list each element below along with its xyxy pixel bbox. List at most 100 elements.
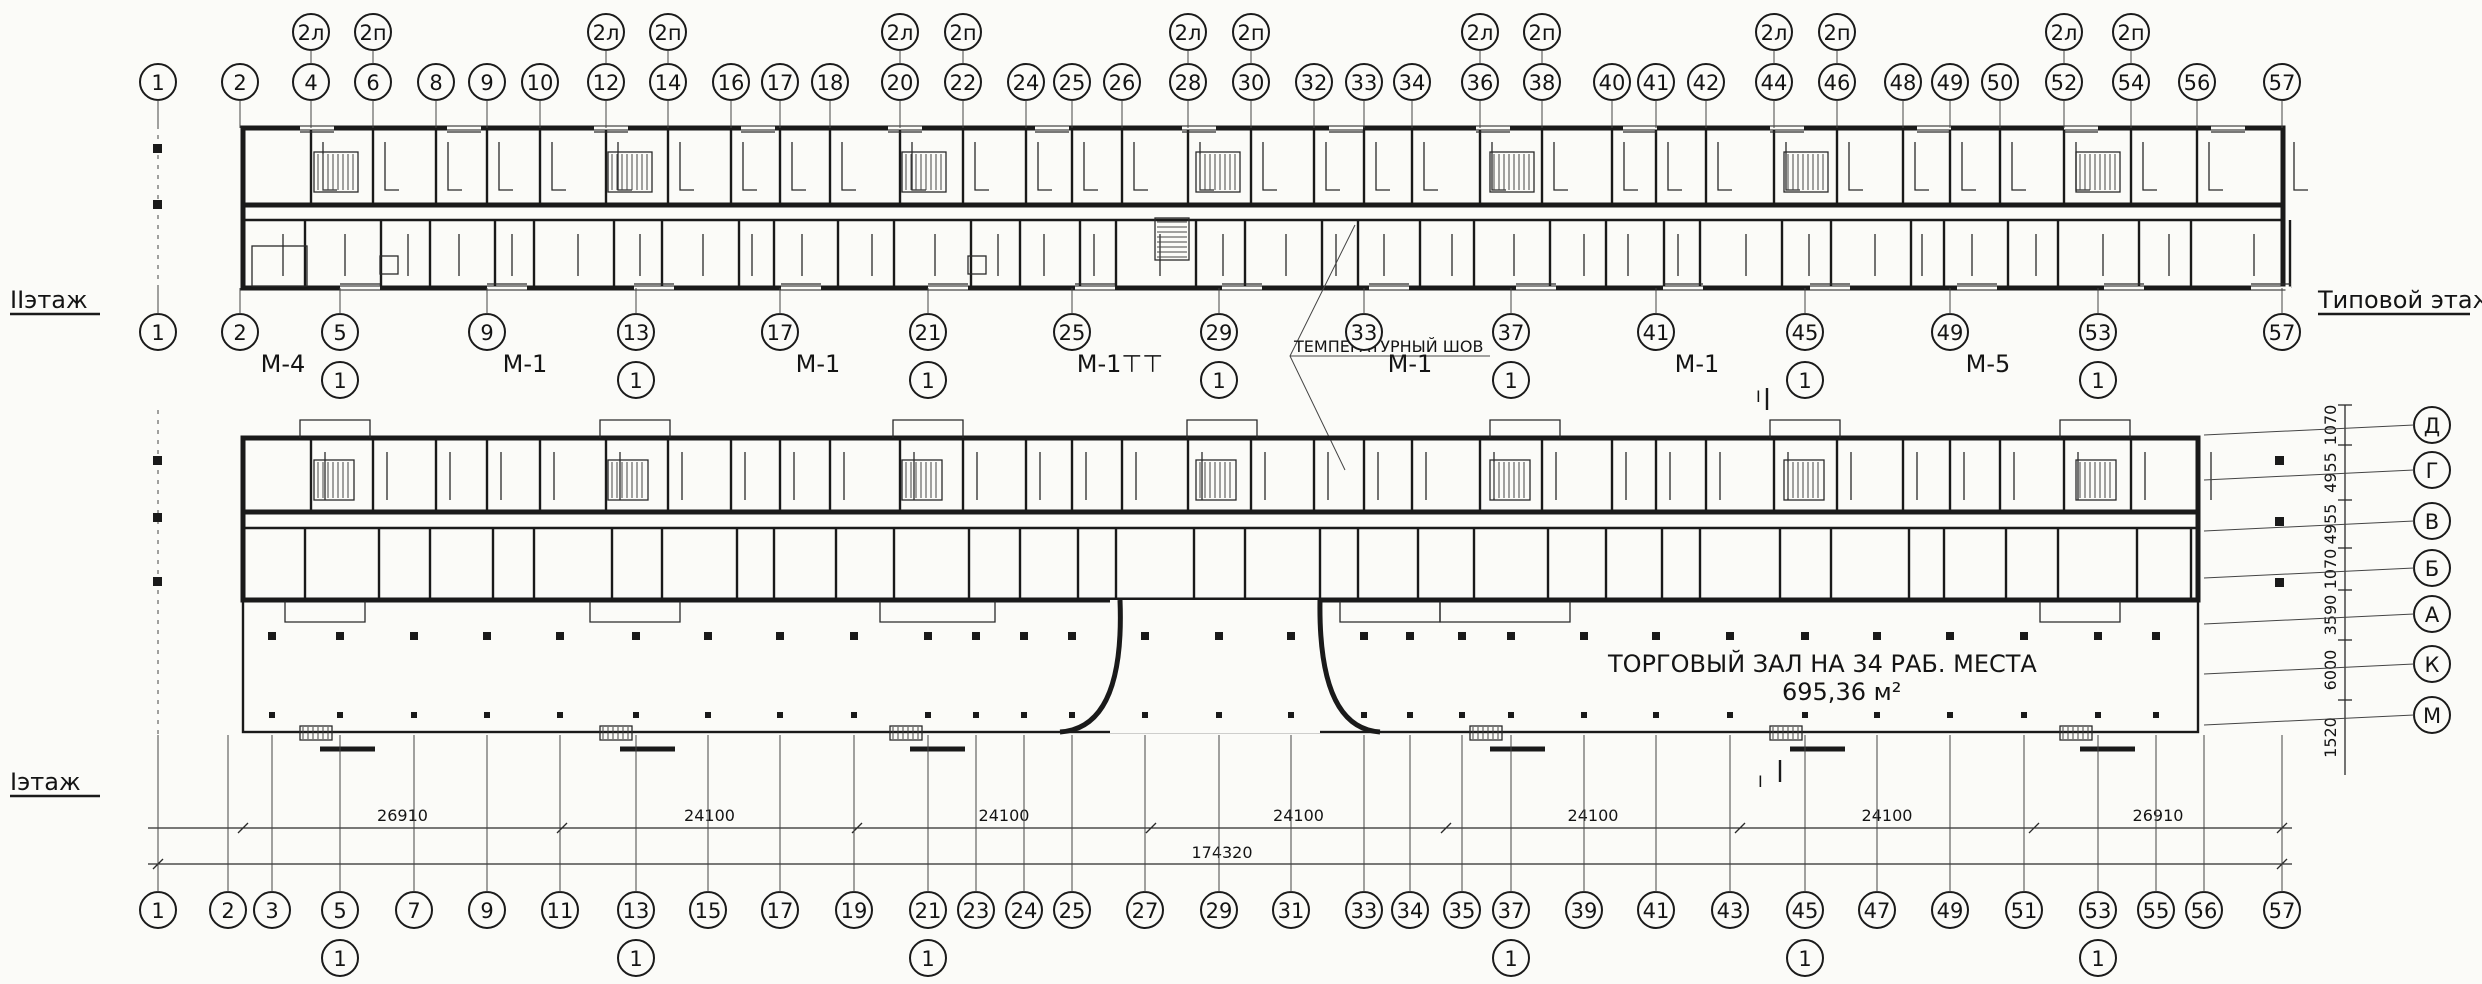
ground-stair [1783,459,1825,501]
top-axis-bubble-label: 4 [304,71,317,95]
bottom-axis-bubble: 45 [1786,891,1824,929]
room-detail [1262,142,1277,191]
hall-column [2094,632,2102,640]
axis-marker [2275,578,2284,587]
hall-column [1726,632,1734,640]
top-sub-axis-bubble-label: 2л [887,21,914,45]
room-detail [1914,142,1929,191]
hall-column [633,712,639,718]
stair-box [313,459,355,501]
room-detail [1553,142,1568,191]
axis-marker [2275,517,2284,526]
mid-axis-bubble: 1 [139,313,177,351]
stair-box [1489,459,1531,501]
top-axis-bubble-label: 49 [1937,71,1964,95]
top-axis-bubble-label: 2 [233,71,246,95]
entrance-steps [2059,725,2093,741]
mid-sub-axis-bubble-label: 1 [333,369,346,393]
hall-column [410,632,418,640]
hall-column [777,712,783,718]
axis-marker [153,144,162,153]
row-dimension: 4955 [2321,504,2340,545]
top-sub-axis-bubble: 2п [1523,13,1561,51]
hall-column [557,712,563,718]
mid-axis-bubble-label: 41 [1643,321,1670,345]
ground-stair [1195,459,1237,501]
top-axis-bubble-label: 18 [817,71,844,95]
room-detail [911,142,926,191]
bottom-axis-bubble: 5 [321,891,359,929]
hall-column [1458,632,1466,640]
row-axis-bubble-label: А [2425,603,2440,627]
mid-axis-bubble-label: 45 [1792,321,1819,345]
mid-sub-axis-bubble-circle [2079,361,2117,399]
hall-column [1580,632,1588,640]
bottom-axis-bubble-label: 15 [695,899,722,923]
hall-bay [1339,600,1441,623]
hall-column [2021,712,2027,718]
mid-axis-bubble: 29 [1200,313,1238,351]
mid-axis-bubble-label: 9 [480,321,493,345]
passage-gap [1110,600,1320,733]
first-floor-label: Iэтаж [10,768,81,796]
hall-bay [284,600,366,623]
mid-sub-axis-bubble-label: 1 [1798,369,1811,393]
room-detail [1199,142,1214,191]
balcony-bay [599,419,671,438]
span-tick [1734,822,1746,834]
stair-flight [901,151,947,193]
top-axis-bubble-label: 24 [1013,71,1040,95]
hall-column [704,632,712,640]
top-axis-bubble: 56 [2178,63,2216,101]
hall-column [1021,712,1027,718]
bottom-axis-bubble: 55 [2137,891,2175,929]
stair-box [1154,217,1190,261]
hall-column [1946,632,1954,640]
mid-sub-axis-bubble: 1 [617,361,655,399]
bottom-axis-bubble: 51 [2005,891,2043,929]
hall-column [1020,632,1028,640]
row-dimension: 6000 [2321,650,2340,691]
mid-sub-axis-bubble: 1 [1492,361,1530,399]
hall-column [972,632,980,640]
top-axis-bubble: 57 [2263,63,2301,101]
top-axis-bubble-label: 22 [950,71,977,95]
top-axis-bubble-label: 44 [1761,71,1788,95]
mid-axis-bubble: 37 [1492,313,1530,351]
top-axis-bubble: 14 [649,63,687,101]
hall-column [1947,712,1953,718]
bottom-axis-bubble: 56 [2185,891,2223,929]
room-detail [1423,142,1438,191]
bottom-sub-axis-bubble-label: 1 [2091,947,2104,971]
room-detail [841,142,856,191]
room-detail [1961,142,1976,191]
row-axis-leader [2203,663,2415,675]
bottom-axis-bubble: 49 [1931,891,1969,929]
stair-flight [1489,151,1535,193]
bottom-axis-bubble-label: 49 [1937,899,1964,923]
mid-sub-axis-bubble: 1 [909,361,947,399]
mid-axis-bubble: 2 [221,313,259,351]
top-axis-bubble-label: 25 [1059,71,1086,95]
top-sub-axis-bubble-label: 2п [1823,21,1850,45]
span-dimension: 24100 [1568,806,1619,825]
top-axis-bubble-label: 6 [366,71,379,95]
entrance-steps [889,725,923,741]
hall-column [483,632,491,640]
row-axis-bubble-label: К [2425,653,2440,677]
bottom-axis-bubble-label: 29 [1206,899,1233,923]
top-sub-axis-bubble-label: 2п [654,21,681,45]
top-axis-bubble: 52 [2045,63,2083,101]
typical-floor-label: Типовой этаж [2317,286,2482,314]
stair-box [607,151,653,193]
bottom-sub-axis-bubble-circle [2079,939,2117,977]
hall-column [1652,632,1660,640]
bottom-axis-bubble-label: 31 [1278,899,1305,923]
mid-axis-bubble: 41 [1637,313,1675,351]
bottom-axis-bubble: 7 [395,891,433,929]
typical-floor-plan [240,125,2308,291]
top-axis-bubble-label: 16 [718,71,745,95]
bottom-axis-bubble-label: 2 [221,899,234,923]
bottom-axis-bubble-label: 45 [1792,899,1819,923]
span-tick [1440,822,1452,834]
